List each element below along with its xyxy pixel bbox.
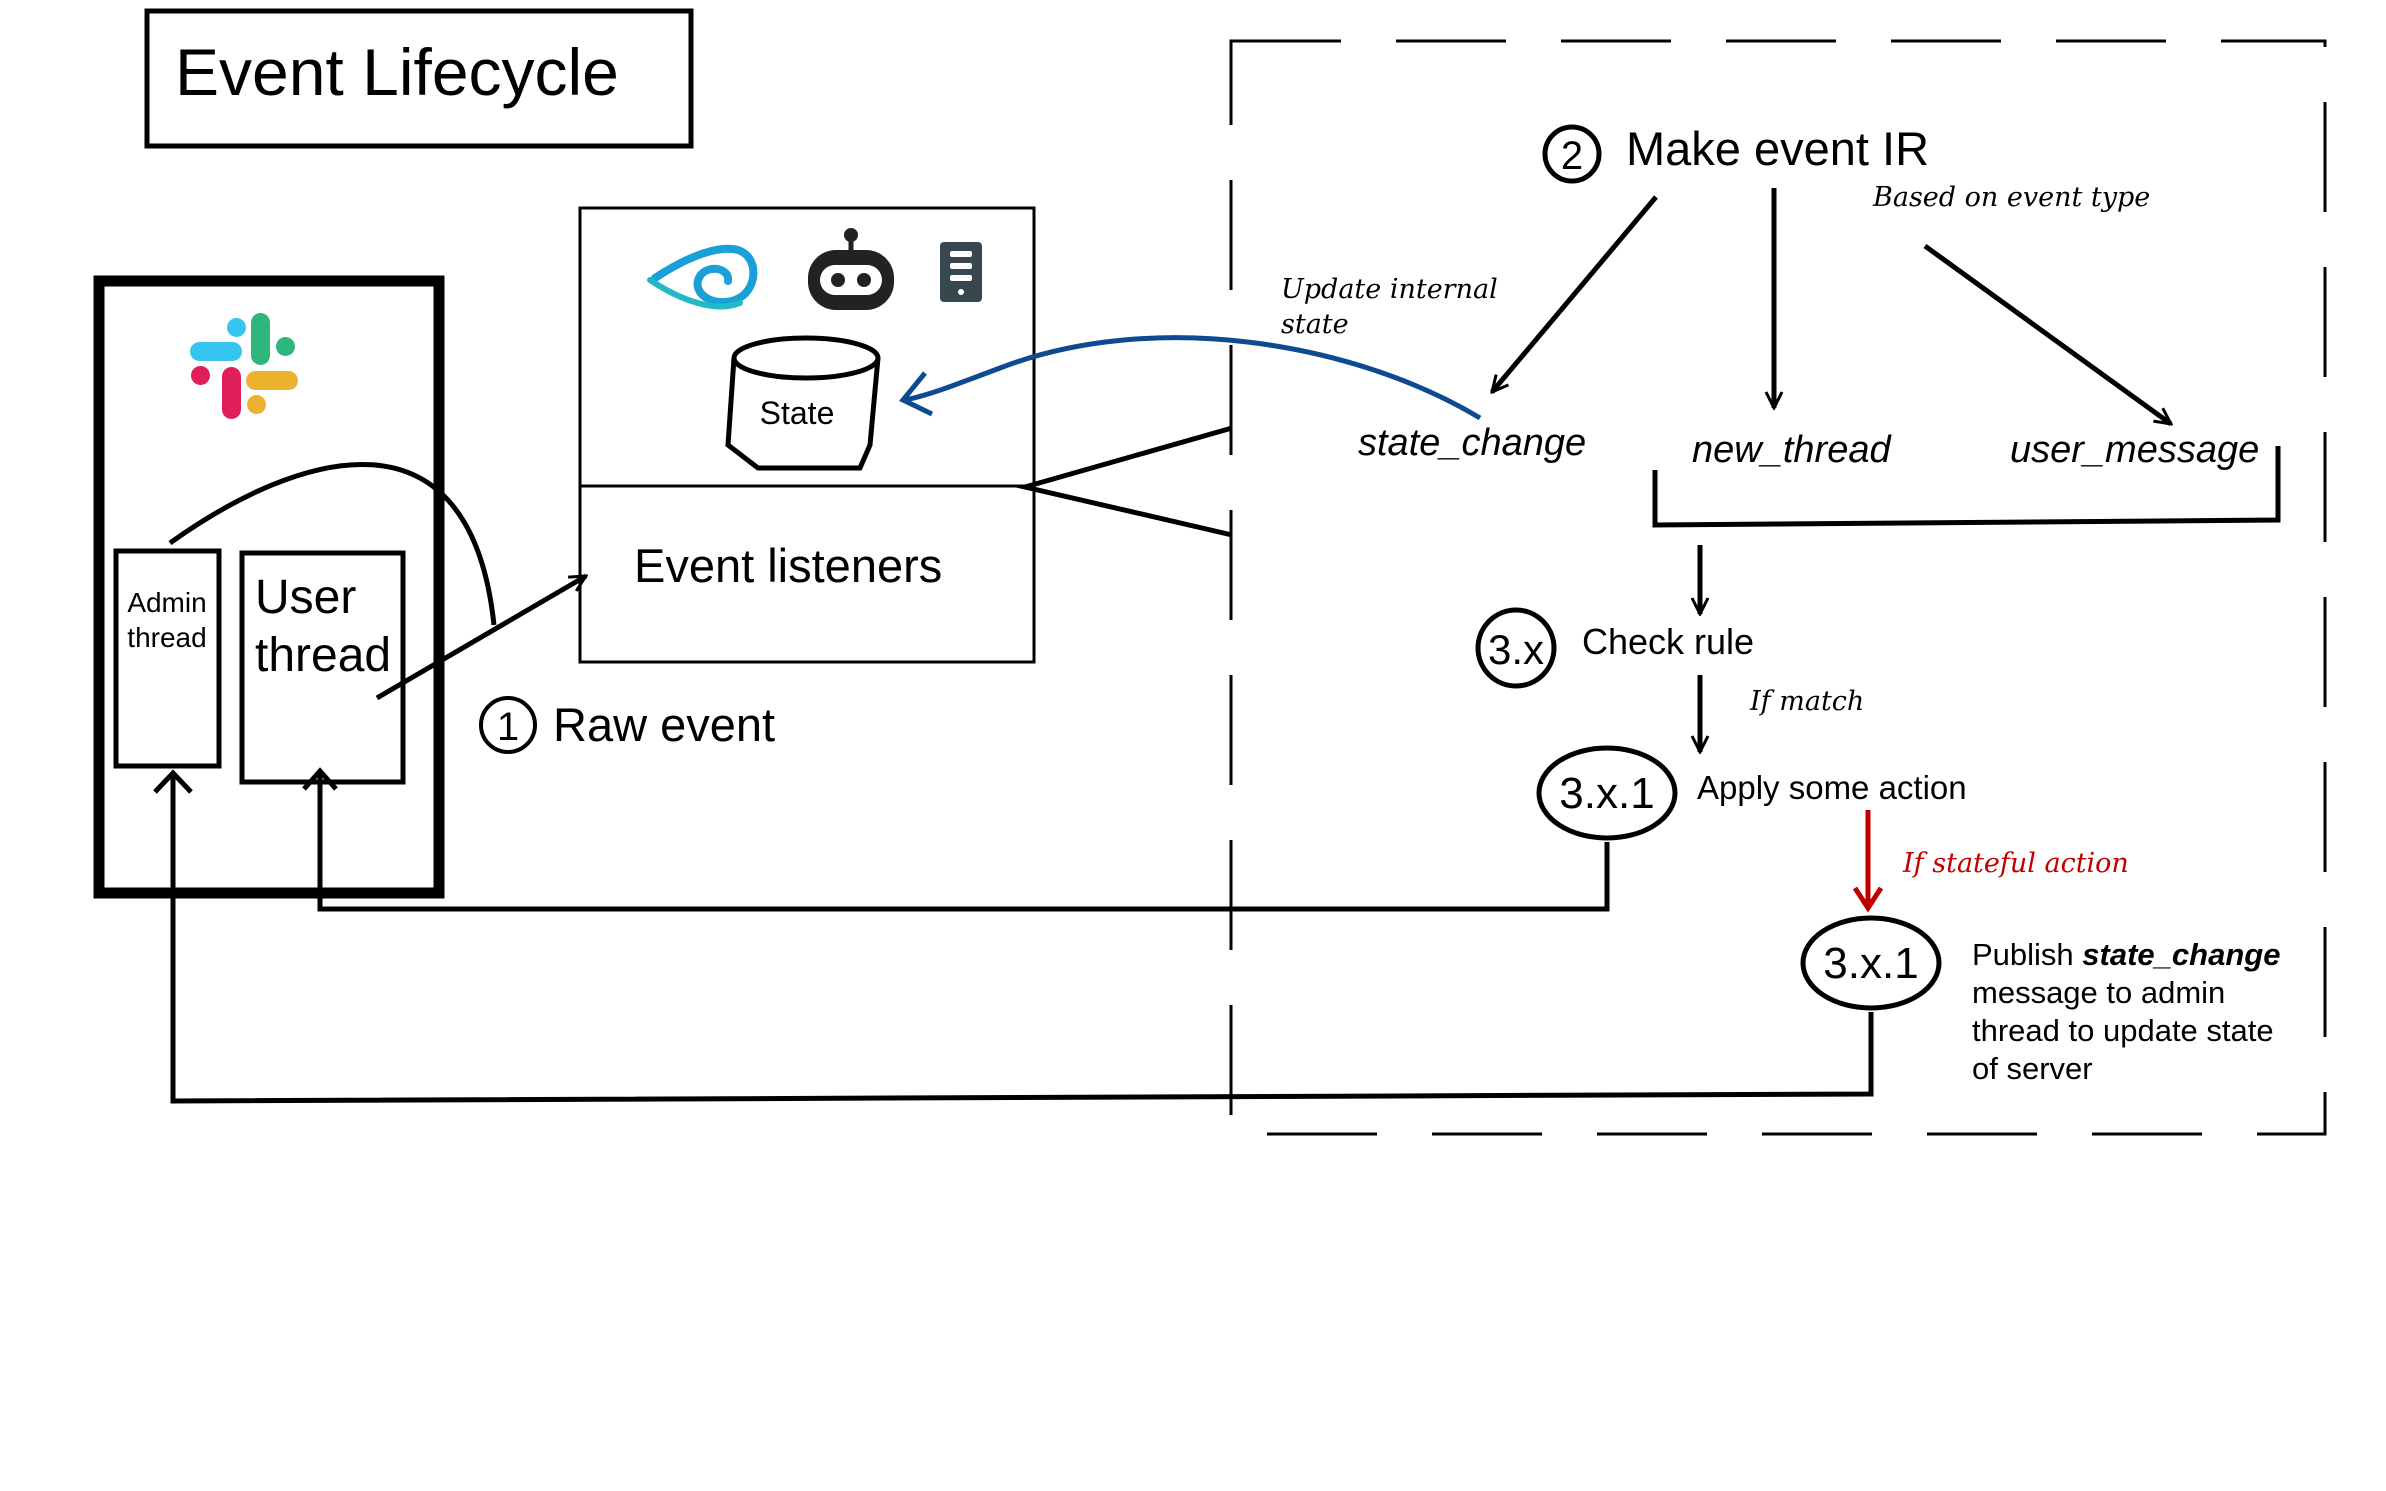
event-type-new-thread: new_thread bbox=[1692, 429, 1892, 471]
step-3x1-apply-badge bbox=[1536, 745, 1678, 841]
publish-text-line4: of server bbox=[1972, 1051, 2093, 1086]
admin-thread-label-line1: Admin bbox=[127, 587, 206, 618]
step-3x1-publish-badge bbox=[1800, 915, 1942, 1011]
return-to-admin-thread bbox=[170, 773, 1874, 1104]
event-type-bracket bbox=[1652, 446, 2281, 528]
update-internal-state-arrow bbox=[904, 335, 1482, 421]
raw-event-arrow bbox=[375, 573, 586, 701]
step-3x-badge bbox=[1475, 607, 1557, 689]
admin-user-arc bbox=[168, 462, 497, 626]
user-thread-label-line1: User bbox=[255, 571, 356, 624]
update-arrow-head bbox=[899, 371, 934, 417]
event-type-user-message: user_message bbox=[2010, 429, 2259, 471]
raw-event-label: Raw event bbox=[553, 698, 775, 751]
arrow-to-user-message bbox=[1923, 243, 2171, 427]
step-1-badge bbox=[479, 696, 537, 754]
return-to-user-thread bbox=[317, 771, 1610, 912]
listener-box bbox=[578, 206, 1036, 664]
return-to-admin-thread-head bbox=[153, 769, 193, 794]
spiral-brand-icon bbox=[647, 244, 758, 310]
return-to-user-thread-head bbox=[302, 767, 338, 791]
robot-icon bbox=[808, 228, 894, 310]
apply-some-action-label: Apply some action bbox=[1697, 769, 1967, 806]
based-on-event-type-note: Based on event type bbox=[1872, 182, 2150, 213]
publish-text-line2: message to admin bbox=[1972, 975, 2225, 1010]
server-icon bbox=[940, 242, 982, 302]
step-2-number: 2 bbox=[1561, 134, 1583, 178]
update-internal-state-note-line1: Update internal bbox=[1281, 274, 1498, 305]
slack-window bbox=[93, 275, 445, 899]
publish-text-prefix: Publish bbox=[1972, 937, 2082, 972]
step-1-number: 1 bbox=[497, 705, 519, 749]
stateful-arrow-head bbox=[1852, 886, 1884, 913]
if-match-note: If match bbox=[1749, 686, 1864, 717]
update-internal-state-note-line2: state bbox=[1281, 309, 1349, 340]
slack-logo-icon bbox=[190, 313, 298, 419]
publish-text-state-change: state_change bbox=[2082, 937, 2280, 972]
admin-thread-panel bbox=[113, 548, 222, 769]
publish-text-line3: thread to update state bbox=[1972, 1013, 2274, 1048]
step-2-badge bbox=[1542, 124, 1602, 184]
admin-thread-label-line2: thread bbox=[127, 622, 206, 653]
state-database-icon bbox=[725, 335, 881, 471]
step-3x1-publish-number: 3.x.1 bbox=[1823, 939, 1918, 988]
event-listeners-label: Event listeners bbox=[634, 539, 942, 592]
title-box bbox=[144, 8, 694, 149]
user-thread-label-line2: thread bbox=[255, 629, 391, 682]
state-label: State bbox=[760, 395, 835, 431]
if-stateful-action-note: If stateful action bbox=[1902, 848, 2129, 879]
event-type-state-change: state_change bbox=[1358, 422, 1586, 464]
page-title: Event Lifecycle bbox=[175, 35, 619, 109]
publish-text-line1: Publish state_change bbox=[1972, 937, 2280, 972]
check-rule-label: Check rule bbox=[1582, 621, 1754, 662]
event-processing-region bbox=[1229, 39, 2327, 1136]
make-event-ir-label: Make event IR bbox=[1626, 122, 1929, 175]
step-3x-number: 3.x bbox=[1488, 626, 1544, 673]
listener-fan-out bbox=[1015, 425, 1233, 538]
arrow-to-state-change bbox=[1492, 195, 1658, 392]
step-3x1-apply-number: 3.x.1 bbox=[1559, 769, 1654, 818]
